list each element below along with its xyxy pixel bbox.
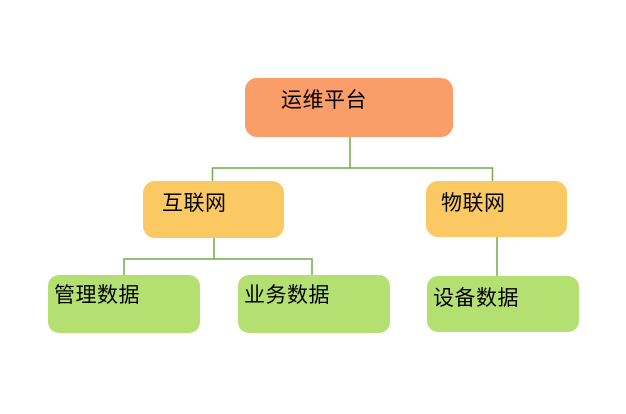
node-management-data-label: 管理数据: [54, 284, 140, 307]
connector-root-to-level2-elbow: [211, 167, 494, 181]
node-device-data[interactable]: 设备数据: [427, 276, 579, 332]
connector-internet-to-leaves-elbow: [123, 258, 313, 275]
node-business-data[interactable]: 业务数据: [238, 275, 390, 333]
node-internet-label: 互联网: [162, 192, 227, 215]
node-ops-platform-label: 运维平台: [281, 89, 367, 112]
node-ops-platform[interactable]: 运维平台: [245, 78, 453, 137]
node-business-data-label: 业务数据: [244, 284, 330, 307]
node-iot-label: 物联网: [441, 192, 506, 215]
node-internet[interactable]: 互联网: [143, 181, 284, 238]
node-device-data-label: 设备数据: [433, 287, 519, 310]
node-management-data[interactable]: 管理数据: [48, 275, 200, 333]
node-iot[interactable]: 物联网: [426, 181, 567, 237]
